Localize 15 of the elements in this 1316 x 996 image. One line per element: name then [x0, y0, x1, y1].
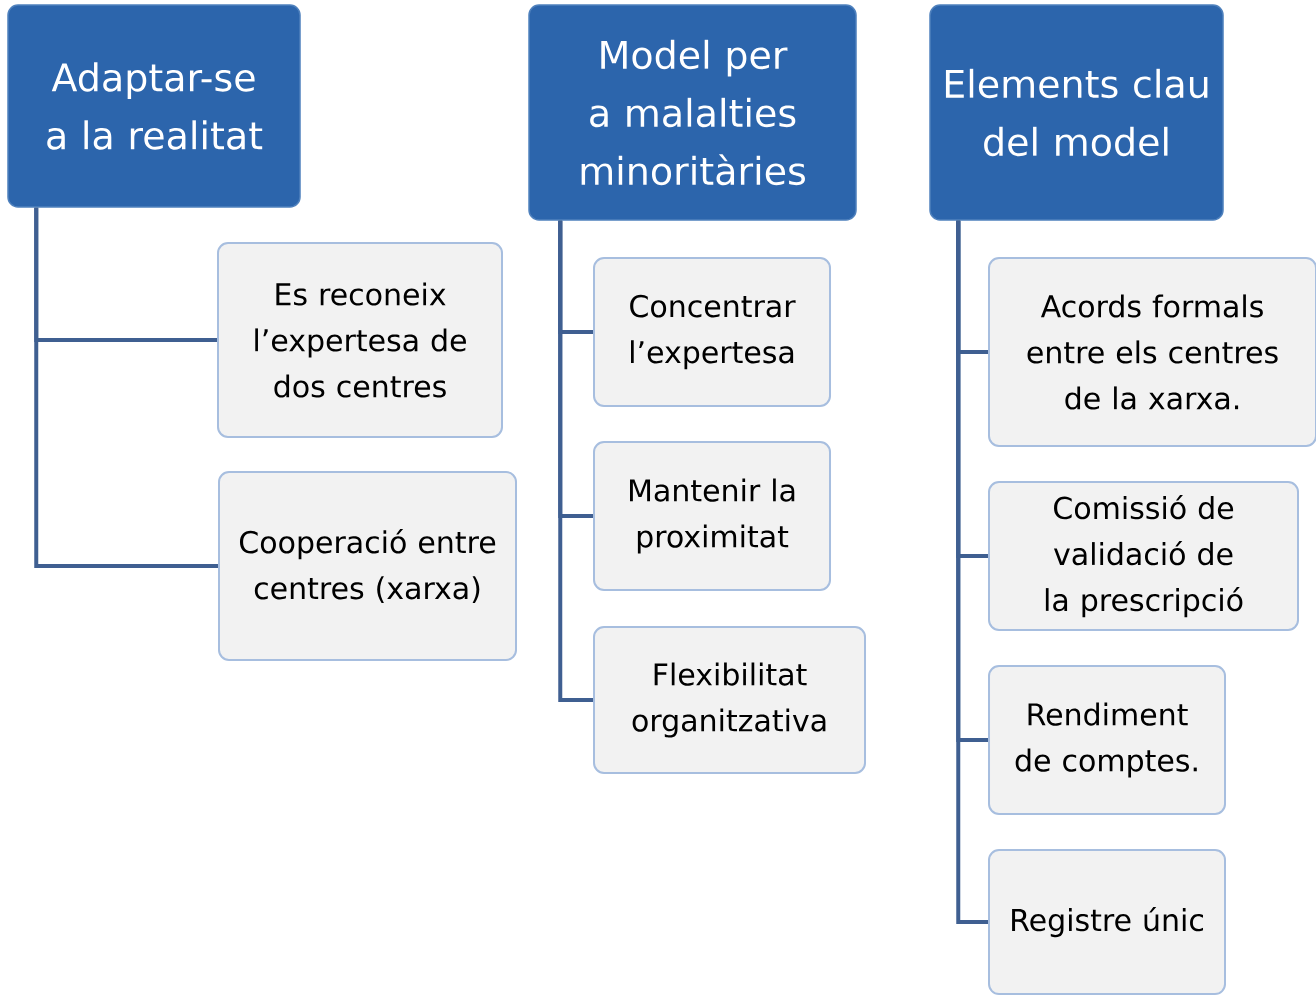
text-box: Mantenir la proximitat: [593, 441, 831, 591]
text-box: Rendiment de comptes.: [988, 665, 1226, 815]
connector-line: [34, 207, 218, 568]
text-box: Concentrar l’expertesa: [593, 257, 831, 407]
text-box: Es reconeix l’expertesa de dos centres: [217, 242, 503, 438]
text-box: Acords formals entre els centres de la xarxa.: [988, 257, 1316, 447]
text-box: Comissió de validació de la prescripció: [988, 481, 1299, 631]
connector-line: [558, 220, 593, 702]
header-box: Model per a malalties minoritàries: [528, 4, 857, 221]
text-box: Flexibilitat organitzativa: [593, 626, 866, 774]
header-box: Elements clau del model: [929, 4, 1224, 221]
connector-line: [956, 220, 988, 924]
text-box: Cooperació entre centres (xarxa): [218, 471, 517, 661]
header-box: Adaptar-se a la realitat: [7, 4, 301, 208]
text-box: Registre únic: [988, 849, 1226, 995]
